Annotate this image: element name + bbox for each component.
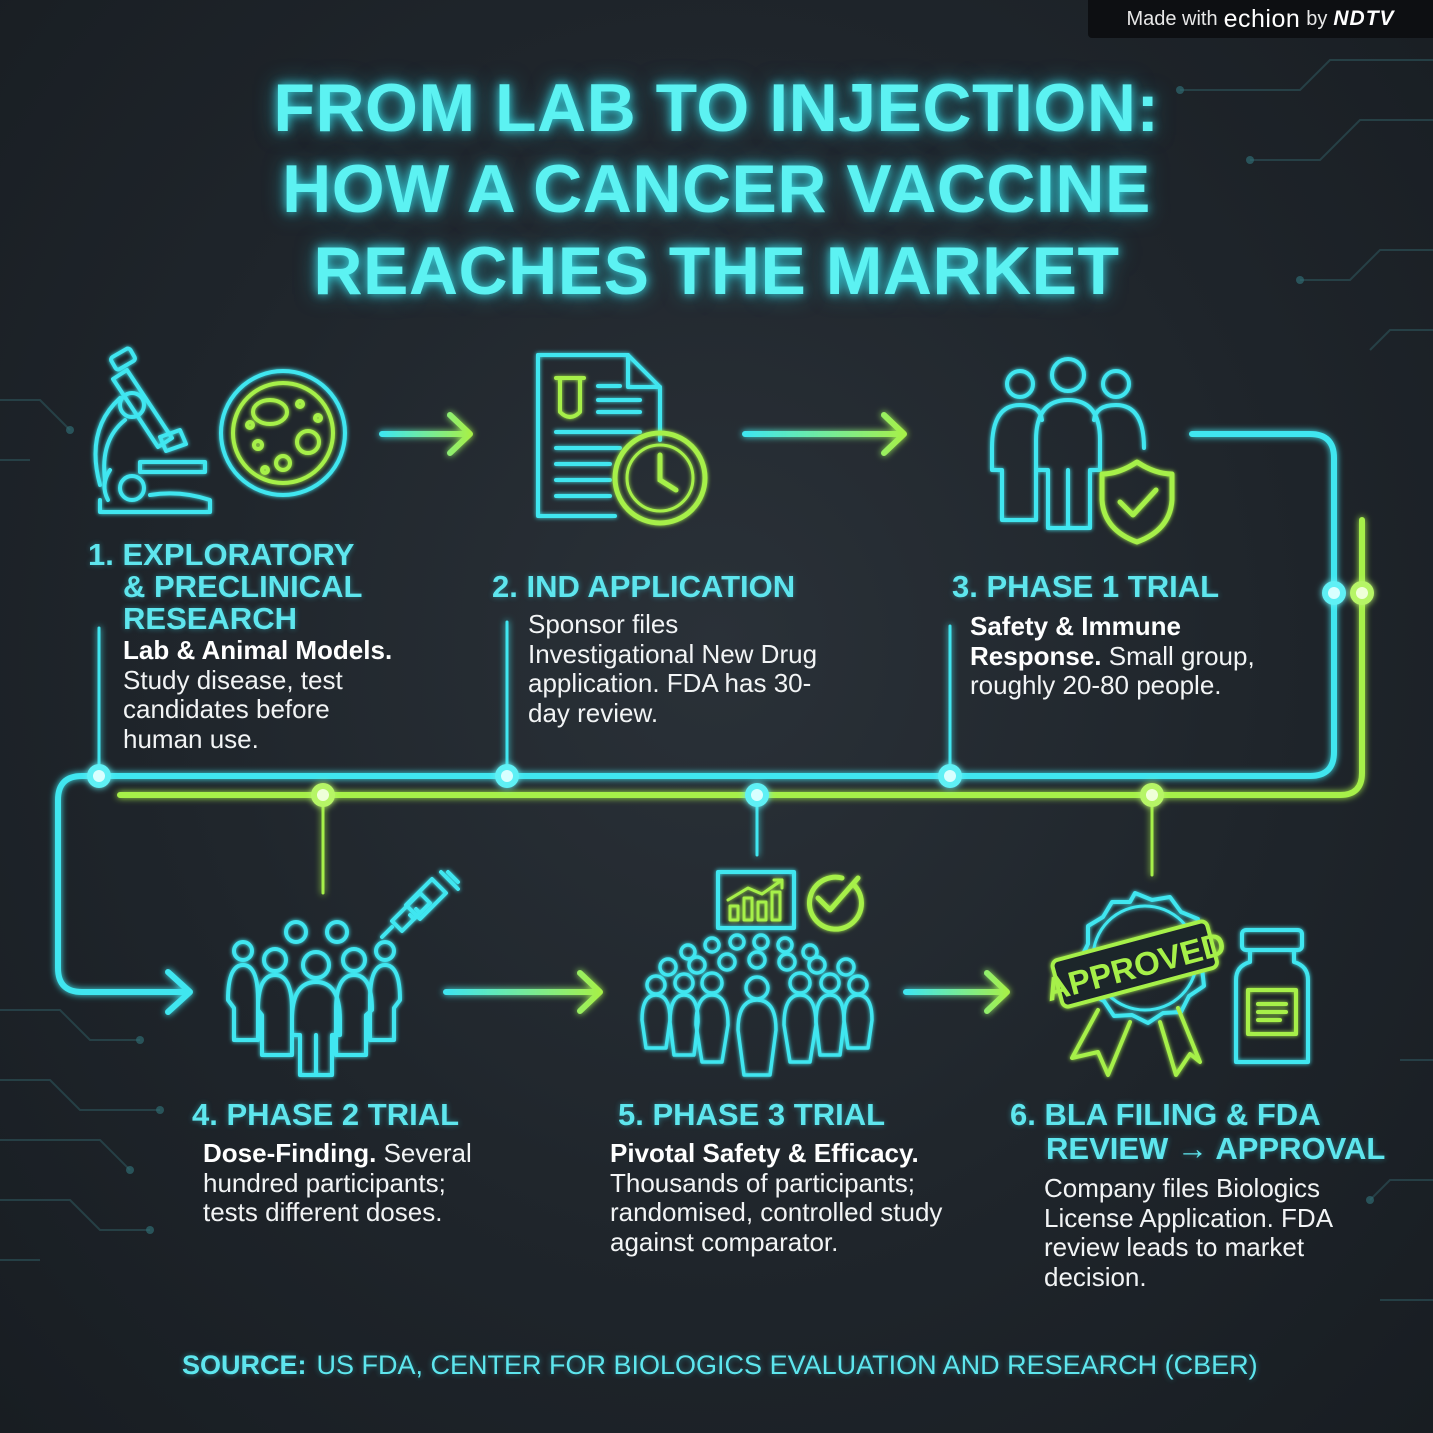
step-6-heading-line: BLA FILING & FDA: [1044, 1097, 1321, 1132]
circuit-background: [0, 59, 1433, 1301]
step-3-number: 3.: [952, 569, 978, 604]
step-2-text: Sponsor files Investigational New Drug a…: [528, 609, 818, 728]
step-4-heading-line: PHASE 2 TRIAL: [226, 1097, 460, 1132]
step-5-heading-line: PHASE 3 TRIAL: [652, 1097, 886, 1132]
step-4-description: Dose-Finding. Several hundred participan…: [203, 1138, 493, 1228]
arrow-icon: [443, 970, 603, 1014]
step-3-heading-line: PHASE 1 TRIAL: [986, 569, 1220, 604]
flow-nodes: [87, 581, 1374, 807]
source-text: US FDA, CENTER FOR BIOLOGICS EVALUATION …: [316, 1350, 1258, 1380]
title-line-1: FROM LAB TO INJECTION:: [273, 70, 1160, 146]
step-6-text: Company files Biologics License Applicat…: [1044, 1173, 1332, 1292]
step-5-description: Pivotal Safety & Efficacy. Thousands of …: [610, 1138, 955, 1257]
source-label: SOURCE:: [182, 1350, 307, 1380]
step-6-heading: 6. BLA FILING & FDA REVIEW → APPROVAL: [1010, 1099, 1385, 1165]
step-1-heading: 1. EXPLORATORY & PRECLINICAL RESEARCH: [88, 539, 362, 635]
petri-dish-icon: [219, 369, 347, 497]
step-2-heading: 2. IND APPLICATION: [492, 571, 795, 603]
clock-icon: [612, 430, 708, 526]
vial-icon: [1234, 928, 1310, 1064]
step-4-heading: 4. PHASE 2 TRIAL: [192, 1099, 459, 1131]
crowd-icon: [226, 920, 402, 1077]
badge-publisher: NDTV: [1333, 7, 1395, 30]
step-1-heading-line: RESEARCH: [123, 601, 297, 636]
step-2-description: Sponsor files Investigational New Drug a…: [528, 609, 828, 728]
step-3-heading: 3. PHASE 1 TRIAL: [952, 571, 1219, 603]
badge-made-with: Made with: [1126, 7, 1218, 30]
step-5-number: 5.: [618, 1097, 644, 1132]
made-with-badge: Made with echion by NDTV: [1088, 0, 1433, 38]
green-flow-line: [117, 517, 1365, 895]
cyan-flow-line: [55, 431, 1337, 1015]
step-1-heading-line: EXPLORATORY: [122, 537, 355, 572]
crowd-icon: [640, 933, 874, 1077]
step-6-number: 6.: [1010, 1097, 1036, 1132]
step-4-number: 4.: [192, 1097, 218, 1132]
step-5-bold: Pivotal Safety & Efficacy.: [610, 1138, 919, 1168]
title-line-2: HOW A CANCER VACCINE: [282, 151, 1151, 227]
chart-icon: [716, 870, 796, 930]
step-1-heading-line: & PRECLINICAL: [123, 569, 363, 604]
step-1-description: Lab & Animal Models. Study disease, test…: [123, 635, 408, 754]
syringe-icon: [380, 870, 460, 939]
step-3-bold: Safety & Immune Response.: [970, 611, 1181, 671]
step-2-heading-line: IND APPLICATION: [526, 569, 796, 604]
source-line: SOURCE: US FDA, CENTER FOR BIOLOGICS EVAL…: [182, 1350, 1258, 1381]
shield-check-icon: [1099, 459, 1175, 545]
step-6-heading-line: REVIEW → APPROVAL: [1046, 1131, 1386, 1166]
document-icon: [536, 353, 662, 518]
step-3-text: Small group, roughly 20-80 people.: [970, 640, 1255, 700]
microscope-icon: [93, 346, 212, 514]
step-4-text: Several hundred participants; tests diff…: [203, 1138, 472, 1227]
arrow-icon: [903, 970, 1010, 1014]
group-icon: [990, 357, 1146, 530]
badge-by: by: [1306, 7, 1328, 30]
step-6-description: Company files Biologics License Applicat…: [1044, 1173, 1364, 1292]
step-2-number: 2.: [492, 569, 518, 604]
arrow-icon: [742, 412, 907, 456]
step-1-number: 1.: [88, 537, 114, 572]
step-5-text: Thousands of participants; randomised, c…: [610, 1167, 943, 1257]
step-3-description: Safety & Immune Response. Small group, r…: [970, 611, 1280, 701]
step-1-bold: Lab & Animal Models.: [123, 635, 393, 665]
step-1-text: Study disease, test candidates before hu…: [123, 664, 343, 754]
badge-brand: echion: [1223, 4, 1301, 33]
approved-seal-icon: APPROVED: [1041, 891, 1230, 1077]
title-line-3: REACHES THE MARKET: [313, 233, 1120, 309]
arrow-icon: [379, 412, 473, 456]
checkmark-icon: [806, 874, 864, 932]
step-4-bold: Dose-Finding.: [203, 1138, 377, 1168]
step-5-heading: 5. PHASE 3 TRIAL: [618, 1099, 885, 1131]
